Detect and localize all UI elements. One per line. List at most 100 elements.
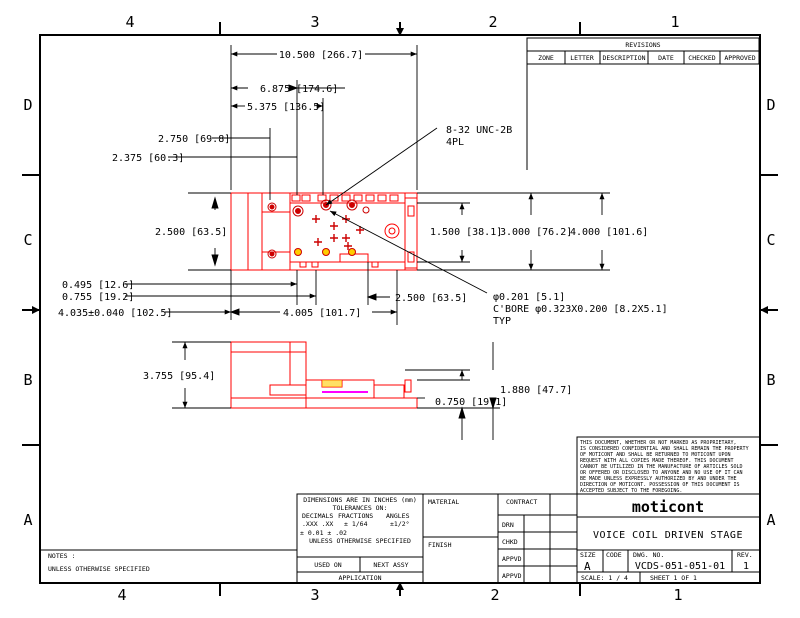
rev-header-description: DESCRIPTION <box>602 54 645 62</box>
cbore-hole-1 <box>292 205 304 217</box>
side-view-accents <box>322 380 368 393</box>
dim-overall-length: 10.500 [266.7] <box>279 50 363 61</box>
rev-header-letter: LETTER <box>570 54 594 62</box>
application-label: APPLICATION <box>338 574 381 582</box>
row-label-right-a: A <box>766 511 775 529</box>
dim-0495: 0.495 [12.6] <box>62 280 134 291</box>
finish-label: FINISH <box>428 541 452 549</box>
dim-0755: 0.755 [19.2] <box>62 292 134 303</box>
tolerance-angles-value: ±1/2° <box>390 520 410 528</box>
dim-3755: 3.755 [95.4] <box>143 371 215 382</box>
contract-label: CONTRACT <box>506 498 537 506</box>
cbore-hole-3 <box>346 199 358 211</box>
row-label-left-b: B <box>23 371 32 389</box>
company-logo: moticont <box>632 498 704 516</box>
row-label-right-b: B <box>766 371 775 389</box>
column-label-bottom-4: 4 <box>117 586 126 604</box>
tolerance-line1: DIMENSIONS ARE IN INCHES (mm) <box>303 496 417 504</box>
notes-text: UNLESS OTHERWISE SPECIFIED <box>48 565 150 573</box>
company-block: moticont VOICE COIL DRIVEN STAGE <box>578 495 759 541</box>
dim-1880: 1.880 [47.7] <box>500 385 572 396</box>
tolerance-col-decimals: DECIMALS <box>302 512 333 520</box>
dim-1500: 1.500 [38.1] <box>430 227 502 238</box>
rev-header-checked: CHECKED <box>688 54 715 62</box>
tolerance-block: DIMENSIONS ARE IN INCHES (mm) TOLERANCES… <box>300 496 417 582</box>
zone-labels: 4 3 2 1 4 3 2 1 D C B A D C B A <box>23 13 775 604</box>
dim-2750: 2.750 [69.8] <box>158 134 230 145</box>
dwg-no-label: DWG. NO. <box>633 551 664 559</box>
rev-header-approved: APPROVED <box>724 54 755 62</box>
proprietary-line-5: CANNOT BE UTILIZED IN THE MANUFACTURE OF… <box>580 464 743 470</box>
proprietary-line-7: BE MADE UNLESS EXPRESSLY AUTHORIZED BY A… <box>580 476 737 482</box>
notes-label: NOTES : <box>48 552 75 560</box>
tolerance-line3: UNLESS OTHERWISE SPECIFIED <box>309 537 411 545</box>
sheet-label: SHEET 1 OF 1 <box>650 574 697 582</box>
tolerance-line2: TOLERANCES ON: <box>333 504 388 512</box>
proprietary-line-1: THIS DOCUMENT, WHETHER OR NOT MARKED AS … <box>580 440 737 446</box>
size-value: A <box>584 560 591 573</box>
column-label-bottom-2: 2 <box>490 586 499 604</box>
chkd-label: CHKD <box>502 538 518 546</box>
used-on-label: USED ON <box>314 561 341 569</box>
rev-label: REV. <box>737 551 753 559</box>
proprietary-line-8: DIRECTION OF MOTICONT. POSSESSION OF THI… <box>580 482 740 488</box>
row-label-right-c: C <box>766 231 775 249</box>
cbore-callout-line1: φ0.201 [5.1] <box>493 292 565 303</box>
drawing-title: VOICE COIL DRIVEN STAGE <box>593 530 743 541</box>
title-block-fields: MATERIAL FINISH CONTRACT DRN CHKD APPVD … <box>428 498 537 580</box>
proprietary-line-9: ACCEPTED SUBJECT TO THE FOREGOING. <box>580 488 682 494</box>
proprietary-line-3: OF MOTICONT AND SHALL BE RETURNED TO MOT… <box>580 452 731 458</box>
dim-2500-bottom: 2.500 [63.5] <box>395 293 467 304</box>
dim-5375: 5.375 [136.5] <box>247 102 325 113</box>
column-label-top-3: 3 <box>310 13 319 31</box>
side-view-part <box>230 341 418 409</box>
proprietary-line-4: REQUEST WITH ALL COPIES MADE THEREOF. TH… <box>580 458 734 464</box>
dimension-lines <box>125 45 610 440</box>
drn-label: DRN <box>502 521 514 529</box>
locating-pins <box>294 248 356 256</box>
thread-hole-markers <box>312 215 364 250</box>
row-label-left-a: A <box>23 511 32 529</box>
revisions-table: REVISIONS ZONE LETTER DESCRIPTION DATE C… <box>526 37 760 170</box>
thread-callout-line2: 4PL <box>446 137 464 148</box>
rev-value: 1 <box>743 561 749 572</box>
center-arrows <box>32 28 768 590</box>
column-label-top-2: 2 <box>488 13 497 31</box>
row-label-right-d: D <box>766 96 775 114</box>
size-label: SIZE <box>580 551 596 559</box>
cbore-hole-5 <box>267 249 277 259</box>
rev-header-zone: ZONE <box>538 54 554 62</box>
revisions-title: REVISIONS <box>625 41 660 49</box>
dim-height-top: 2.500 [63.5] <box>155 227 227 238</box>
notes-block: NOTES : UNLESS OTHERWISE SPECIFIED <box>48 552 150 573</box>
callout-labels: 8-32 UNC-2B 4PL φ0.201 [5.1] C'BORE φ0.3… <box>446 125 668 327</box>
dim-6875: 6.875 [174.6] <box>260 84 338 95</box>
tolerance-col-angles: ANGLES <box>386 512 410 520</box>
tolerance-fractions-value: ± 1/64 <box>344 520 368 528</box>
cbore-callout-line3: TYP <box>493 316 511 327</box>
thread-callout-line1: 8-32 UNC-2B <box>446 125 512 136</box>
next-assy-label: NEXT ASSY <box>373 561 408 569</box>
cbore-hole-4 <box>267 202 277 212</box>
code-label: CODE <box>606 551 622 559</box>
tolerance-decimal-limits: ± 0.01 ± .02 <box>300 529 347 537</box>
column-label-top-4: 4 <box>125 13 134 31</box>
drawing-number-block: SIZE A CODE DWG. NO. VCDS-051-051-01 REV… <box>580 551 753 582</box>
dim-4035: 4.035±0.040 [102.5] <box>58 308 172 319</box>
column-label-top-1: 1 <box>670 13 679 31</box>
proprietary-line-6: OR OFFERED OR DISCLOSED TO ANYONE AND NO… <box>580 470 743 476</box>
title-block <box>40 493 761 584</box>
dim-3000: 3.000 [76.2] <box>500 227 572 238</box>
proprietary-notice: THIS DOCUMENT, WHETHER OR NOT MARKED AS … <box>576 436 761 495</box>
scale-label: SCALE: 1 / 4 <box>581 574 628 582</box>
cbore-callout-line2: C'BORE φ0.323X0.200 [8.2X5.1] <box>493 304 668 315</box>
rev-header-date: DATE <box>658 54 674 62</box>
row-label-left-d: D <box>23 96 32 114</box>
tolerance-decimals-value: .XXX .XX <box>302 520 333 528</box>
tolerance-col-fractions: FRACTIONS <box>338 512 373 520</box>
dim-4005: 4.005 [101.7] <box>283 308 361 319</box>
dimension-labels: 10.500 [266.7] 6.875 [174.6] 5.375 [136.… <box>58 50 648 408</box>
dwg-no-value: VCDS-051-051-01 <box>635 561 725 572</box>
appvd-label-1: APPVD <box>502 555 522 563</box>
